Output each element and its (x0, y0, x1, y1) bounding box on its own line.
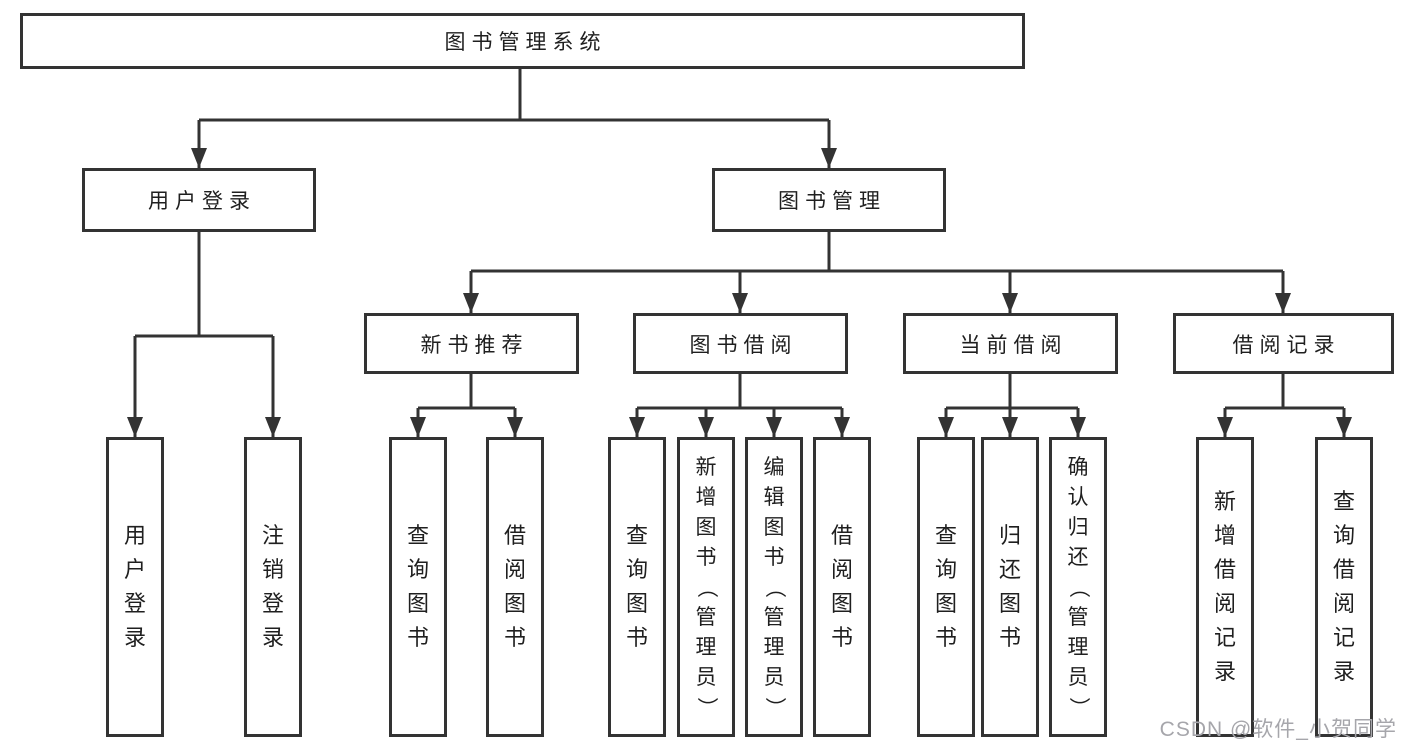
leaf-query-books-borrowing: 查询图书 (608, 437, 666, 737)
leaf-return-book: 归还图书 (981, 437, 1039, 737)
node-new-book-recommend: 新书推荐 (364, 313, 579, 374)
node-user-login: 用户登录 (82, 168, 316, 232)
leaf-add-book-admin: 新增图书（管理员） (677, 437, 735, 737)
leaf-user-login: 用户登录 (106, 437, 164, 737)
leaf-edit-book-admin: 编辑图书（管理员） (745, 437, 803, 737)
leaf-confirm-return-admin: 确认归还（管理员） (1049, 437, 1107, 737)
leaf-query-books-current: 查询图书 (917, 437, 975, 737)
node-borrowing-records: 借阅记录 (1173, 313, 1394, 374)
leaf-add-borrow-record: 新增借阅记录 (1196, 437, 1254, 737)
leaf-borrow-books-newrec: 借阅图书 (486, 437, 544, 737)
leaf-query-borrow-record: 查询借阅记录 (1315, 437, 1373, 737)
node-current-borrowing: 当前借阅 (903, 313, 1118, 374)
node-library-system: 图书管理系统 (20, 13, 1025, 69)
node-book-management: 图书管理 (712, 168, 946, 232)
leaf-borrow-books: 借阅图书 (813, 437, 871, 737)
leaf-query-books-newrec: 查询图书 (389, 437, 447, 737)
csdn-watermark: CSDN @软件_小贺同学 (1159, 718, 1397, 741)
node-book-borrowing: 图书借阅 (633, 313, 848, 374)
leaf-logout: 注销登录 (244, 437, 302, 737)
